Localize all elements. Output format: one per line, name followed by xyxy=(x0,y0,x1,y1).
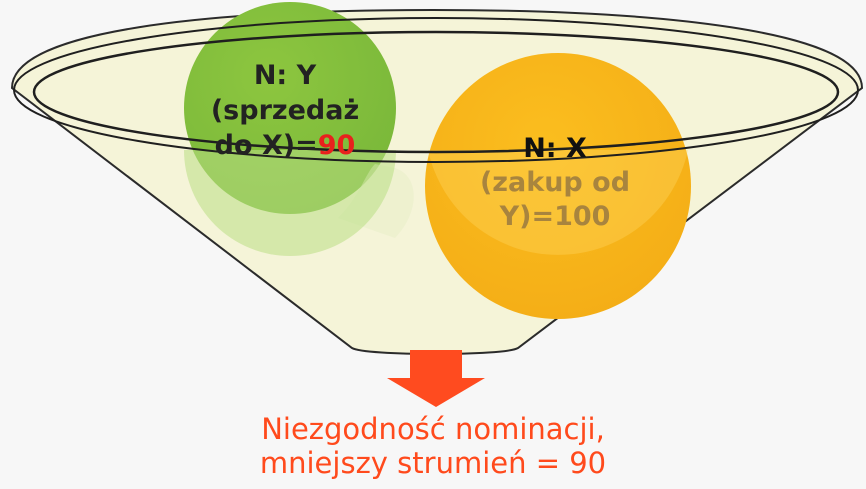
orange-nomination-circle xyxy=(425,53,691,319)
result-line-2: mniejszy strumień = 90 xyxy=(259,446,607,480)
green-line-3-prefix: do X)= xyxy=(214,130,318,161)
green-line-1: N: Y xyxy=(253,60,317,91)
green-line-2: (sprzedaż xyxy=(210,95,360,126)
green-nomination-label: N: Y (sprzedaż do X)=90 xyxy=(175,58,395,163)
green-line-3: do X)=90 xyxy=(175,128,395,163)
orange-line-2: (zakup od xyxy=(479,167,631,198)
funnel-rim-outer xyxy=(13,17,859,163)
orange-line-1: N: X xyxy=(523,133,587,164)
orange-circle-lower xyxy=(428,150,688,255)
orange-line-3: Y)=100 xyxy=(499,201,611,232)
orange-nomination-label: N: X (zakup od Y)=100 xyxy=(445,132,665,234)
result-text: Niezgodność nominacji, mniejszy strumień… xyxy=(120,412,746,480)
arrow-down-icon xyxy=(387,350,485,407)
green-value: 90 xyxy=(317,130,356,161)
green-circle-lower xyxy=(184,150,396,256)
result-line-1: Niezgodność nominacji, xyxy=(261,412,605,446)
funnel-rim-inner xyxy=(32,30,840,154)
